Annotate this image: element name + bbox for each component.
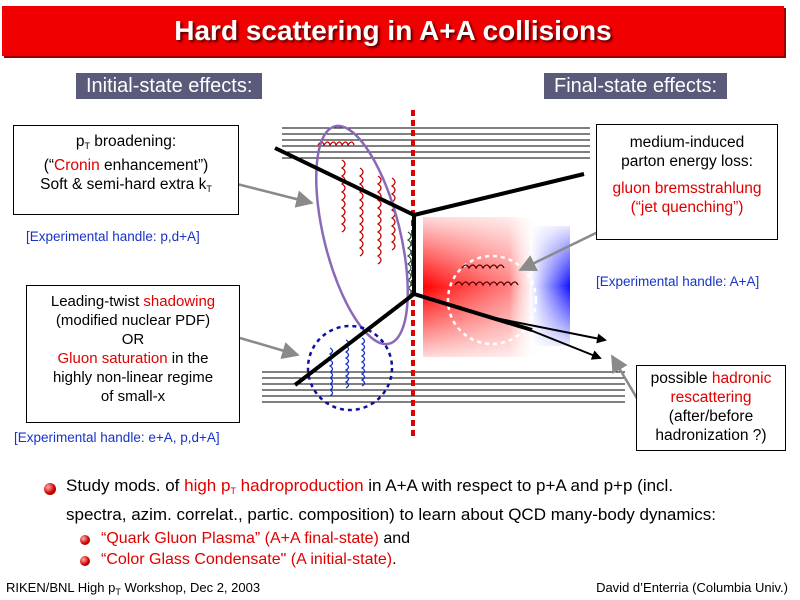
parton-cloud-ellipse [314,124,410,346]
nucleus-lines-bottom [262,371,625,403]
nucleus-lines-top [282,127,590,159]
handle-ea: [Experimental handle: e+A, p,d+A] [14,430,220,445]
sub-bullet-qgp: “Quark Gluon Plasma” (A+A final-state) a… [101,530,411,547]
energy-loss-box: medium-induced parton energy loss: gluon… [596,124,778,240]
handle-pd: [Experimental handle: p,d+A] [26,229,200,244]
sub-bullet-icon [80,556,90,566]
gluon-saturation-label: Gluon saturation [57,350,168,367]
shadowing-box: Leading-twist shadowing (modified nuclea… [26,285,240,423]
sub-bullet-cgc: “Color Glass Condensate" (A initial-stat… [101,551,397,568]
jet-quenching-circle [446,254,538,346]
pt-label: p [75,133,85,150]
callout-arrows [232,181,640,401]
footer-left: RIKEN/BNL High pT Workshop, Dec 2, 2003 [6,580,261,597]
shadowing-label: shadowing [143,293,216,310]
footer-right: David d’Enterria (Columbia Univ.) [596,580,788,595]
gluon-cloud [317,141,396,265]
initial-state-header: Initial-state effects: [76,73,263,99]
pt-broadening-box: pT broadening: (“Cronin enhancement”) So… [13,125,239,215]
gluon-bremsstrahlung-label: gluon bremsstrahlung [612,180,762,197]
sub-bullet-icon [80,535,90,545]
slide-title: Hard scattering in A+A collisions [2,6,784,56]
saturation-circle [306,324,394,412]
handle-aa: [Experimental handle: A+A] [596,274,760,289]
main-bullet-text: Study mods. of high pT hadroproduction i… [66,476,717,524]
final-state-header: Final-state effects: [544,73,728,99]
bullet-icon [44,483,56,495]
jet-quenching-label: (“jet quenching”) [630,199,744,216]
cronin-label: Cronin [54,157,100,174]
rescattering-label: rescattering [670,389,752,406]
hadronic-rescattering-box: possible hadronic rescattering (after/be… [636,365,786,451]
